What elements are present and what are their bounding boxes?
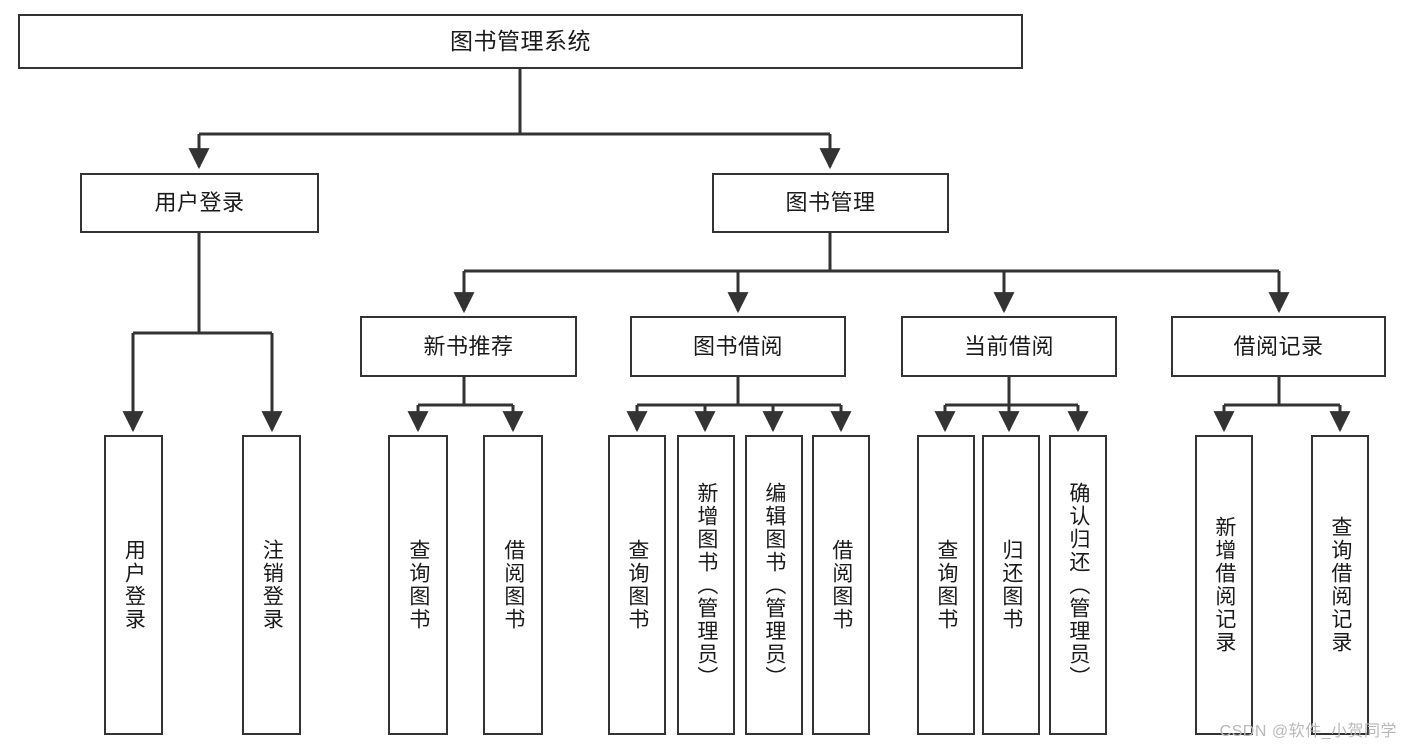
node-leaf-query-book-1-label: 查询图书 <box>406 539 430 631</box>
node-leaf-query-record[interactable]: 查询借阅记录 <box>1311 435 1369 735</box>
node-leaf-query-book-3[interactable]: 查询图书 <box>917 435 975 735</box>
node-current-borrow[interactable]: 当前借阅 <box>901 316 1117 377</box>
node-borrow-record-label: 借阅记录 <box>1233 333 1324 359</box>
node-new-book-rec-label: 新书推荐 <box>423 333 514 359</box>
node-leaf-query-book-2[interactable]: 查询图书 <box>608 435 666 735</box>
node-leaf-borrow-book-1[interactable]: 借阅图书 <box>483 435 543 735</box>
node-leaf-return-book-label: 归还图书 <box>999 539 1023 631</box>
node-book-manage-label: 图书管理 <box>785 190 876 216</box>
node-leaf-add-book-label: 新增图书（管理员） <box>694 481 718 689</box>
node-book-manage[interactable]: 图书管理 <box>712 173 949 233</box>
node-leaf-query-book-1[interactable]: 查询图书 <box>388 435 448 735</box>
node-leaf-logout-login[interactable]: 注销登录 <box>242 435 301 735</box>
node-borrow-record[interactable]: 借阅记录 <box>1171 316 1386 377</box>
node-leaf-user-login-label: 用户登录 <box>122 539 146 631</box>
node-leaf-query-record-label: 查询借阅记录 <box>1328 516 1352 654</box>
node-leaf-edit-book-label: 编辑图书（管理员） <box>762 481 786 689</box>
node-leaf-add-record[interactable]: 新增借阅记录 <box>1195 435 1253 735</box>
node-leaf-user-login[interactable]: 用户登录 <box>104 435 163 735</box>
node-root[interactable]: 图书管理系统 <box>18 14 1023 69</box>
node-book-borrow-label: 图书借阅 <box>692 333 783 359</box>
node-user-login[interactable]: 用户登录 <box>80 173 319 233</box>
node-leaf-borrow-book-2-label: 借阅图书 <box>829 539 853 631</box>
node-new-book-rec[interactable]: 新书推荐 <box>360 316 577 377</box>
node-root-label: 图书管理系统 <box>450 28 591 55</box>
node-book-borrow[interactable]: 图书借阅 <box>630 316 846 377</box>
node-leaf-borrow-book-1-label: 借阅图书 <box>501 539 525 631</box>
node-user-login-label: 用户登录 <box>154 190 245 216</box>
node-leaf-query-book-3-label: 查询图书 <box>934 539 958 631</box>
node-leaf-confirm-return[interactable]: 确认归还（管理员） <box>1049 435 1107 735</box>
node-leaf-confirm-return-label: 确认归还（管理员） <box>1066 481 1090 689</box>
node-leaf-query-book-2-label: 查询图书 <box>625 539 649 631</box>
node-leaf-add-record-label: 新增借阅记录 <box>1212 516 1236 654</box>
node-leaf-return-book[interactable]: 归还图书 <box>982 435 1040 735</box>
node-leaf-edit-book[interactable]: 编辑图书（管理员） <box>745 435 803 735</box>
node-leaf-logout-login-label: 注销登录 <box>260 539 284 631</box>
node-current-borrow-label: 当前借阅 <box>963 333 1054 359</box>
csdn-watermark: CSDN @软件_小贺同学 <box>1219 723 1397 740</box>
node-leaf-borrow-book-2[interactable]: 借阅图书 <box>812 435 870 735</box>
node-leaf-add-book[interactable]: 新增图书（管理员） <box>677 435 735 735</box>
